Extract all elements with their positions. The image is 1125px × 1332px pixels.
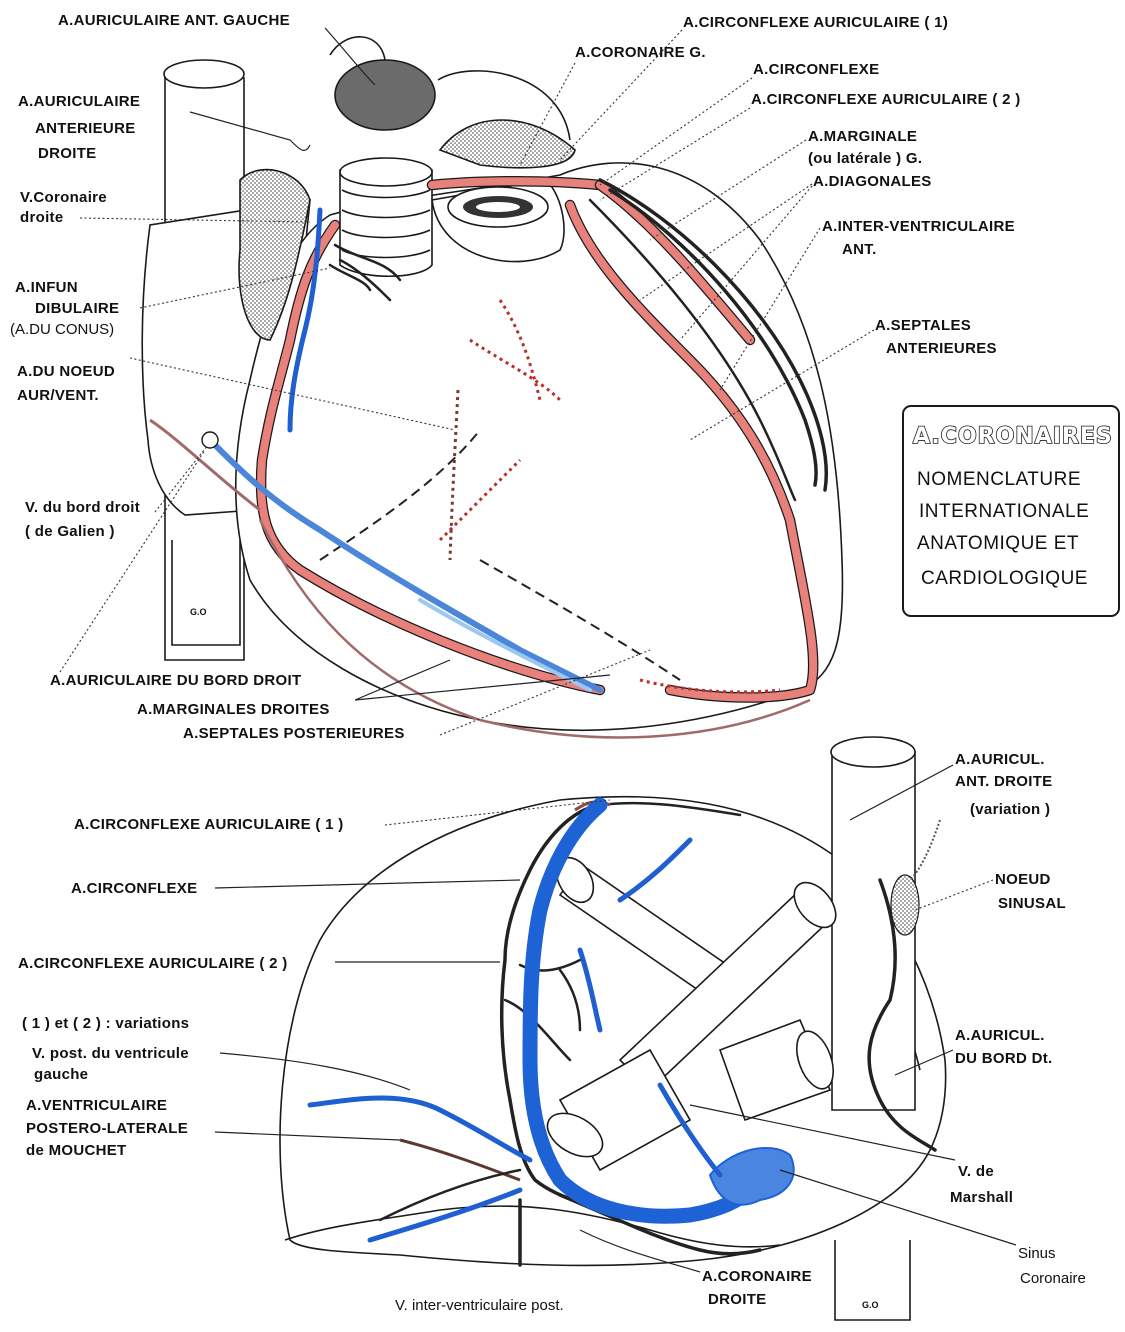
label-v-bord-droit-1: V. du bord droit: [25, 499, 140, 516]
label-sinus-coronaire-2: Coronaire: [1020, 1270, 1086, 1287]
label-auric-ant-droite-2: ANTERIEURE: [35, 120, 136, 137]
label-septales-post: A.SEPTALES POSTERIEURES: [183, 725, 405, 742]
label-marginale-2: (ou latérale ) G.: [808, 150, 922, 167]
anterior-view: G.O: [142, 37, 842, 738]
label-circonflexe-auric-2: A.CIRCONFLEXE AURICULAIRE ( 2 ): [751, 91, 1021, 108]
label-coronaire-g: A.CORONAIRE G.: [575, 44, 706, 61]
label-auric-ant-droite-1: A.AURICULAIRE: [18, 93, 140, 110]
label-b-circonflexe: A.CIRCONFLEXE: [71, 880, 197, 897]
label-mouchet-2: POSTERO-LATERALE: [26, 1120, 188, 1137]
label-noeud-sinusal-1: NOEUD: [995, 871, 1051, 888]
label-interventriculaire-2: ANT.: [842, 241, 877, 258]
label-auric-bord-droit: A.AURICULAIRE DU BORD DROIT: [50, 672, 301, 689]
label-v-marshall-1: V. de: [958, 1163, 994, 1180]
label-coronaire-droite-2: DROITE: [708, 1291, 766, 1308]
label-v-coronaire-droite-1: V.Coronaire: [20, 189, 107, 206]
label-circonflexe-auric-1: A.CIRCONFLEXE AURICULAIRE ( 1): [683, 14, 948, 31]
legend-line-2: INTERNATIONALE: [919, 501, 1089, 522]
label-v-interventric-post: V. inter-ventriculaire post.: [395, 1297, 564, 1314]
legend-line-1: NOMENCLATURE: [917, 469, 1081, 490]
label-mouchet-1: A.VENTRICULAIRE: [26, 1097, 167, 1114]
label-b-auricul-bord-dt-1: A.AURICUL.: [955, 1027, 1045, 1044]
label-auric-ant-droite-3: DROITE: [38, 145, 96, 162]
label-b-circonflexe-auric-1: A.CIRCONFLEXE AURICULAIRE ( 1 ): [74, 816, 344, 833]
label-b-circonflexe-auric-2: A.CIRCONFLEXE AURICULAIRE ( 2 ): [18, 955, 288, 972]
legend-line-3: ANATOMIQUE ET: [917, 533, 1079, 554]
sinus-node: [891, 875, 919, 935]
label-diagonales: A.DIAGONALES: [813, 173, 932, 190]
left-atrium-stippled: [440, 120, 575, 168]
label-v-marshall-2: Marshall: [950, 1189, 1013, 1206]
label-auriculaire-ant-gauche: A.AURICULAIRE ANT. GAUCHE: [58, 12, 290, 29]
left-atrial-appendage: [330, 37, 570, 140]
label-b-auricul-bord-dt-2: DU BORD Dt.: [955, 1050, 1052, 1067]
label-sinus-coronaire-1: Sinus: [1018, 1245, 1056, 1262]
legend-title: A.CORONAIRES: [913, 424, 1113, 449]
legend-line-4: CARDIOLOGIQUE: [921, 568, 1088, 589]
label-infundibulaire-2: DIBULAIRE: [35, 300, 119, 317]
aorta: [340, 158, 432, 276]
go-label-bottom: G.O: [862, 1300, 879, 1310]
label-b-auricul-ant-droite-1: A.AURICUL.: [955, 751, 1045, 768]
label-v-coronaire-droite-2: droite: [20, 209, 63, 226]
posterior-view: G.O: [280, 737, 946, 1320]
label-b-auricul-ant-droite-2: ANT. DROITE: [955, 773, 1052, 790]
label-noeud-av-2: AUR/VENT.: [17, 387, 99, 404]
label-b-auricul-ant-droite-3: (variation ): [970, 801, 1050, 818]
label-infundibulaire-1: A.INFUN: [15, 279, 78, 296]
label-v-bord-droit-2: ( de Galien ): [25, 523, 115, 540]
label-v-post-vg-2: gauche: [34, 1066, 88, 1083]
label-mouchet-3: de MOUCHET: [26, 1142, 127, 1159]
legend-box: A.CORONAIRES NOMENCLATURE INTERNATIONALE…: [903, 406, 1119, 616]
label-infundibulaire-3: (A.DU CONUS): [10, 321, 114, 338]
label-septales-ant-1: A.SEPTALES: [875, 317, 971, 334]
label-coronaire-droite-1: A.CORONAIRE: [702, 1268, 812, 1285]
go-label-top: G.O: [190, 607, 207, 617]
inferior-vena-cava: G.O: [835, 1240, 910, 1320]
label-marginale-1: A.MARGINALE: [808, 128, 917, 145]
label-septales-ant-2: ANTERIEURES: [886, 340, 997, 357]
inferior-tube: G.O: [172, 540, 240, 645]
label-noeud-av-1: A.DU NOEUD: [17, 363, 115, 380]
label-v-post-vg-1: V. post. du ventricule: [32, 1045, 189, 1062]
label-marginales-droites: A.MARGINALES DROITES: [137, 701, 330, 718]
label-interventriculaire-1: A.INTER-VENTRICULAIRE: [822, 218, 1015, 235]
galien-vein-origin: [202, 432, 218, 448]
label-variations: ( 1 ) et ( 2 ) : variations: [22, 1015, 189, 1032]
label-noeud-sinusal-2: SINUSAL: [998, 895, 1066, 912]
label-circonflexe: A.CIRCONFLEXE: [753, 61, 879, 78]
